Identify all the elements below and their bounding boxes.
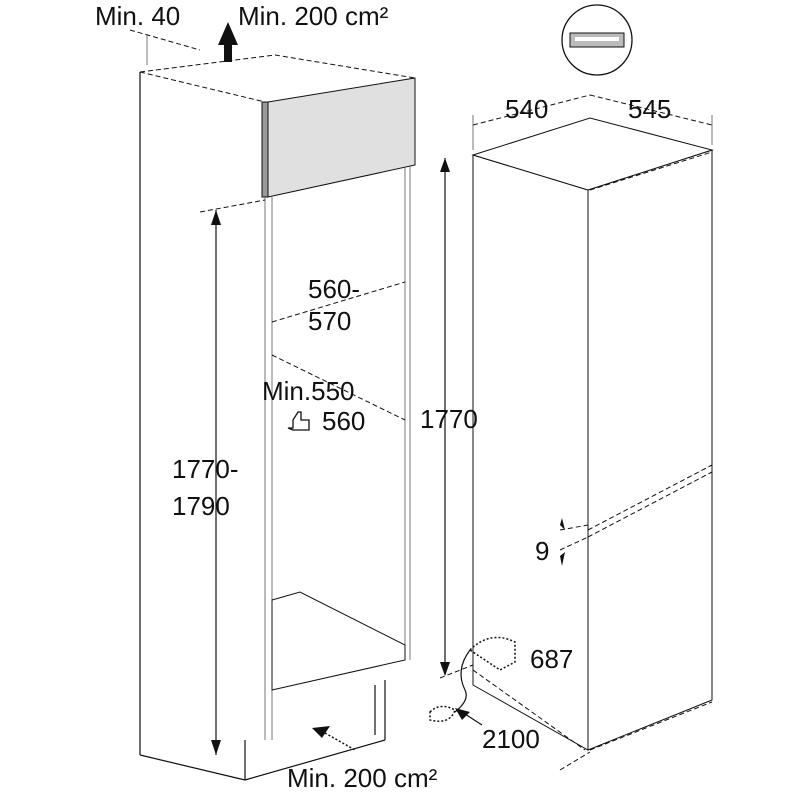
niche-width-line1: 560-: [308, 274, 360, 304]
thumbs-up-icon: [287, 411, 310, 431]
appliance-width-label: 540: [505, 94, 548, 124]
power-cable: [454, 636, 516, 713]
cable-height-label: 687: [530, 644, 573, 674]
appliance-depth-dim: [589, 94, 713, 126]
niche-height-line2: 1790: [172, 491, 230, 521]
top-vent-arrow-icon: [218, 22, 238, 62]
niche-depth-recommended: 560: [322, 406, 365, 436]
power-plug-icon: [429, 705, 456, 722]
top-clearance-label: Min. 40: [95, 1, 180, 31]
appliance: [471, 117, 714, 751]
door-gap-label: 9: [535, 536, 549, 566]
niche-width-dim: [271, 281, 406, 323]
top-clearance-dim: [129, 29, 201, 51]
appliance-depth-label: 545: [628, 94, 671, 124]
niche-depth-min: Min.550: [262, 376, 355, 406]
bottom-vent-label: Min. 200 cm²: [287, 763, 438, 793]
appliance-width-dim: [472, 94, 591, 126]
niche-height-line1: 1770-: [172, 454, 239, 484]
bottom-vent-arrow-icon: [312, 726, 330, 738]
niche-depth-dim: [271, 354, 406, 421]
appliance-height-label: 1770: [420, 404, 478, 434]
niche-cabinet: [139, 54, 416, 781]
niche-width-line2: 570: [308, 306, 351, 336]
vent-grille-icon: [561, 4, 633, 76]
cable-length-label: 2100: [482, 724, 540, 754]
top-vent-label: Min. 200 cm²: [238, 1, 389, 31]
